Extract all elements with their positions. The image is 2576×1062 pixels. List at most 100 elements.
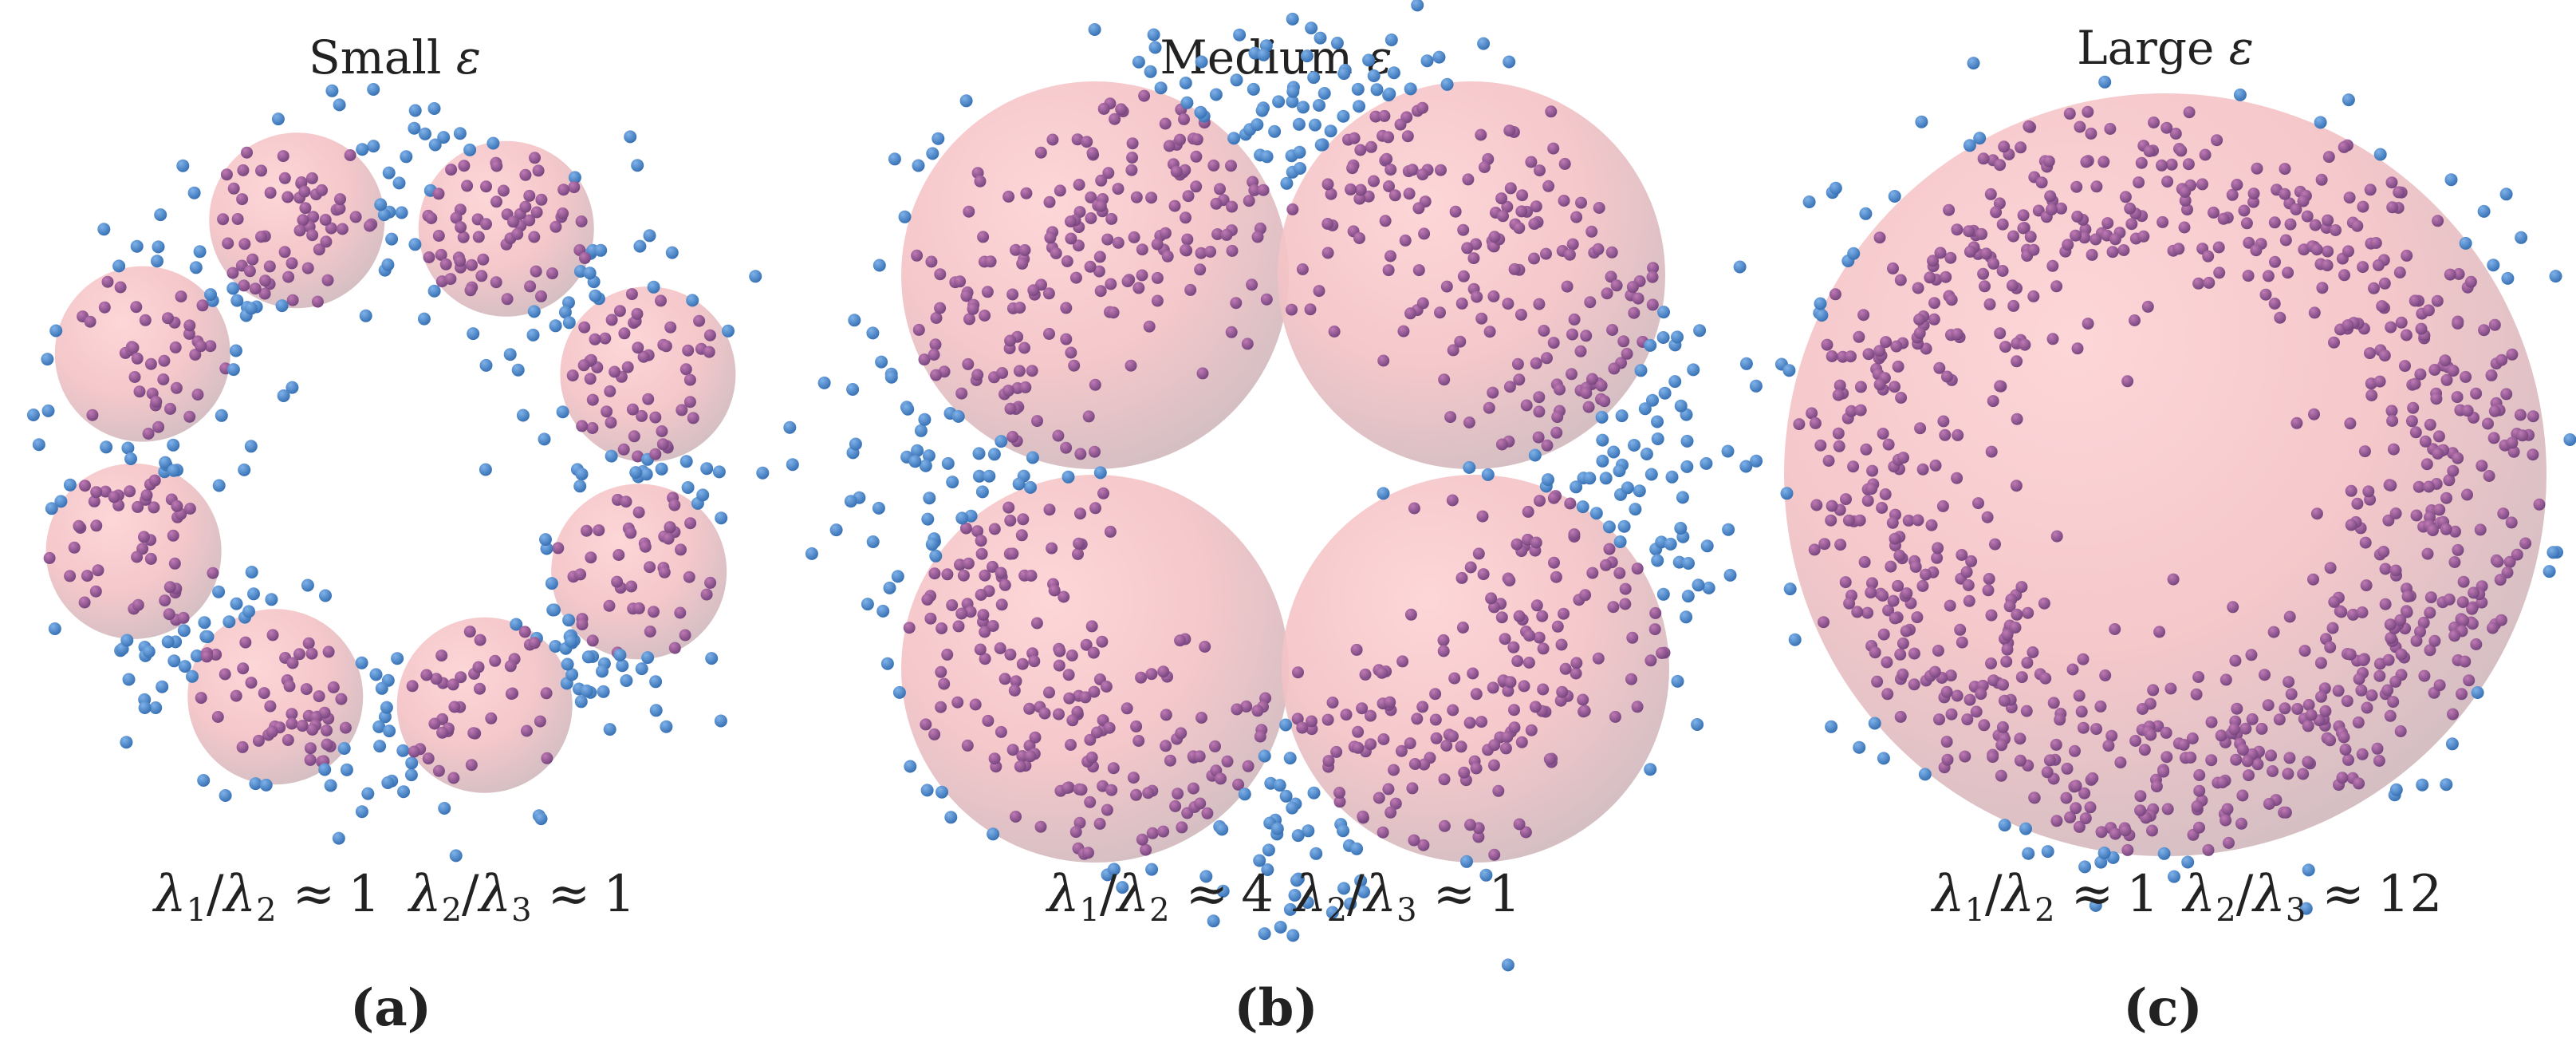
point-inside — [1138, 89, 1151, 102]
point-inside — [1548, 556, 1560, 569]
point-inside — [505, 688, 518, 701]
point-inside — [2357, 200, 2369, 213]
point-inside — [2135, 156, 2148, 169]
point-outside — [1617, 519, 1631, 533]
point-inside — [1511, 357, 1524, 370]
point-inside — [1412, 264, 1425, 277]
point-inside — [1447, 730, 1459, 743]
point-inside — [43, 551, 56, 564]
point-outside — [392, 176, 406, 190]
point-outside — [1674, 522, 1688, 535]
point-inside — [99, 485, 112, 498]
point-inside — [1438, 819, 1451, 832]
point-inside — [84, 315, 97, 328]
point-outside — [640, 468, 653, 481]
point-inside — [2039, 672, 2052, 685]
point-inside — [1429, 688, 1442, 701]
point-inside — [574, 568, 587, 581]
point-inside — [2328, 336, 2340, 349]
point-outside — [1258, 927, 1271, 941]
point-inside — [1194, 797, 1207, 810]
point-inside — [648, 606, 660, 618]
point-inside — [2343, 191, 2356, 204]
point-inside — [1568, 528, 1581, 541]
point-inside — [2238, 204, 2251, 217]
point-outside — [1722, 523, 1735, 536]
point-inside — [1563, 248, 1576, 261]
point-outside — [1387, 66, 1400, 80]
point-inside — [649, 411, 662, 424]
point-inside — [1932, 645, 1944, 657]
point-inside — [1518, 680, 1530, 693]
point-inside — [2179, 194, 2192, 207]
point-outside — [265, 593, 278, 606]
point-inside — [2230, 753, 2243, 766]
point-outside — [190, 649, 203, 662]
point-inside — [1483, 401, 1495, 414]
panel-c-ratio-2: λ2/λ3≈12 — [2181, 865, 2443, 929]
point-outside — [1283, 902, 1297, 916]
point-inside — [2070, 780, 2082, 792]
point-inside — [1321, 178, 1334, 191]
point-outside — [583, 266, 597, 280]
point-inside — [528, 231, 541, 243]
point-inside — [1951, 328, 1964, 341]
point-inside — [1547, 337, 1560, 349]
point-outside — [152, 240, 165, 254]
point-inside — [226, 266, 239, 279]
point-outside — [381, 776, 395, 789]
point-inside — [995, 725, 1007, 738]
point-inside — [2071, 342, 2084, 355]
point-inside — [2495, 614, 2507, 626]
point-outside — [1280, 176, 1294, 190]
point-inside — [1034, 820, 1047, 833]
point-inside — [1928, 297, 1940, 310]
point-outside — [212, 479, 226, 492]
point-inside — [2015, 671, 2028, 684]
point-inside — [335, 693, 348, 705]
point-inside — [959, 522, 972, 535]
point-inside — [1074, 507, 1086, 520]
point-outside — [1180, 96, 1194, 109]
point-inside — [2393, 186, 2405, 199]
point-inside — [1416, 101, 1429, 114]
point-inside — [1130, 720, 1143, 732]
point-outside — [568, 171, 581, 184]
point-outside — [2445, 737, 2459, 751]
point-outside — [633, 239, 647, 253]
point-inside — [78, 596, 91, 609]
point-outside — [1432, 50, 1446, 64]
point-inside — [1513, 373, 1526, 386]
point-inside — [704, 576, 717, 589]
point-inside — [1382, 131, 1395, 144]
point-inside — [683, 570, 695, 583]
point-inside — [2046, 259, 2059, 272]
point-outside — [1501, 958, 1514, 972]
point-outside — [1354, 874, 1368, 887]
point-inside — [2421, 547, 2434, 560]
point-inside — [1582, 401, 1595, 413]
point-inside — [1523, 630, 1536, 642]
point-inside — [2242, 270, 2255, 282]
point-inside — [1873, 378, 1886, 391]
point-outside — [849, 437, 862, 451]
point-outside — [2302, 863, 2315, 877]
point-inside — [557, 184, 570, 196]
point-inside — [2365, 389, 2378, 401]
point-inside — [2409, 377, 2421, 390]
point-inside — [2505, 516, 2518, 529]
point-outside — [1411, 0, 1424, 12]
point-outside — [226, 282, 240, 295]
point-inside — [1105, 278, 1117, 290]
point-inside — [200, 650, 213, 663]
point-inside — [1207, 159, 1220, 172]
point-inside — [2449, 525, 2461, 538]
point-inside — [2141, 300, 2154, 313]
point-inside — [1626, 631, 1639, 644]
point-outside — [359, 309, 372, 322]
point-inside — [1547, 142, 1560, 155]
point-outside — [377, 208, 391, 222]
point-outside — [32, 438, 45, 452]
point-inside — [283, 680, 296, 693]
point-inside — [1115, 103, 1128, 116]
